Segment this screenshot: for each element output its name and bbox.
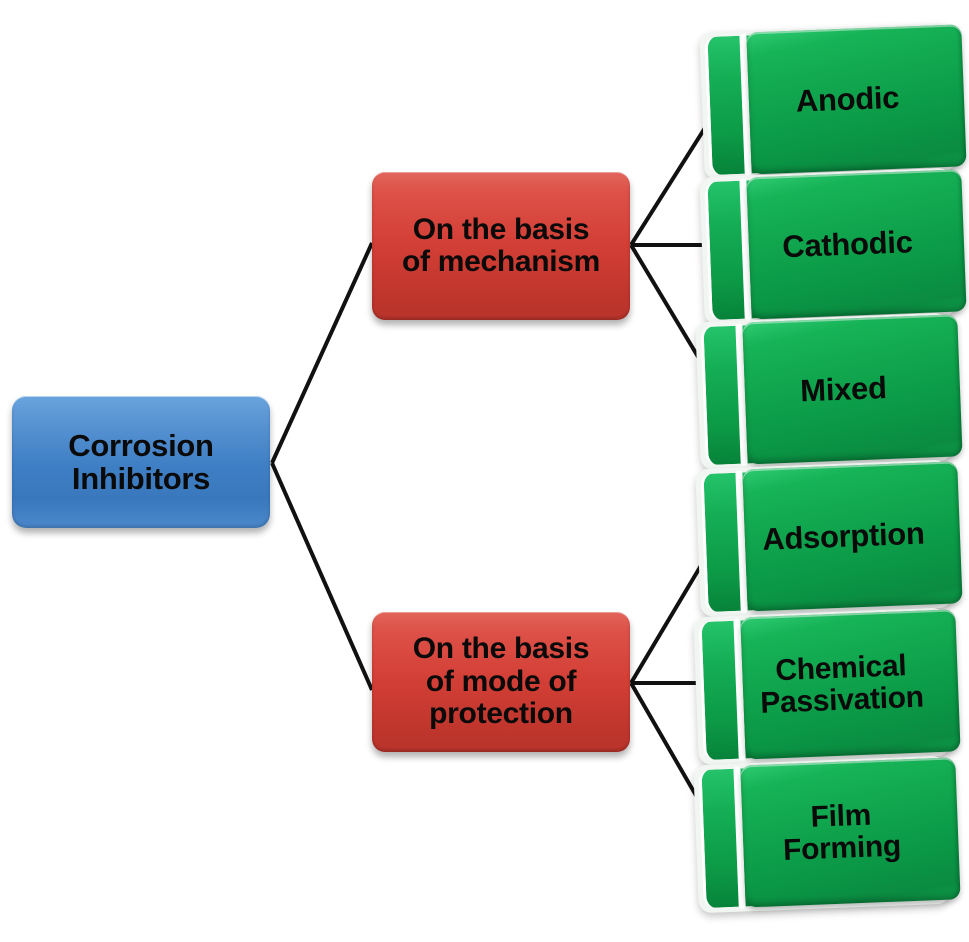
connector-root-to-mode-of-protection bbox=[270, 462, 374, 691]
node-label-basis-of-mechanism: On the basis of mechanism bbox=[401, 212, 601, 278]
node-label-anodic: Anodic bbox=[795, 80, 900, 119]
node-label-chemical-passivation: Chemical Passivation bbox=[759, 648, 925, 720]
node-chemical-passivation[interactable]: Chemical Passivation bbox=[693, 607, 961, 766]
node-anodic[interactable]: Anodic bbox=[699, 22, 967, 181]
connector-root-to-mechanism bbox=[270, 242, 374, 464]
leaf-face: Anodic bbox=[746, 24, 967, 175]
node-cathodic[interactable]: Cathodic bbox=[699, 167, 967, 326]
node-basis-of-mechanism[interactable]: On the basis of mechanism bbox=[372, 172, 630, 320]
leaf-face: Chemical Passivation bbox=[740, 609, 961, 760]
node-label-basis-of-mode-of-protection: On the basis of mode of protection bbox=[412, 632, 590, 731]
node-label-adsorption: Adsorption bbox=[761, 515, 926, 558]
node-corrosion-inhibitors[interactable]: Corrosion Inhibitors bbox=[12, 396, 270, 528]
leaf-face: Cathodic bbox=[746, 169, 967, 320]
leaf-face: Mixed bbox=[742, 314, 963, 465]
node-label-mixed: Mixed bbox=[799, 370, 888, 409]
node-label-film-forming: Film Forming bbox=[782, 798, 902, 867]
leaf-face: Adsorption bbox=[742, 461, 963, 612]
node-label-cathodic: Cathodic bbox=[781, 224, 914, 265]
node-mixed[interactable]: Mixed bbox=[695, 312, 963, 471]
node-adsorption[interactable]: Adsorption bbox=[695, 459, 963, 618]
leaf-face: Film Forming bbox=[740, 757, 961, 908]
node-basis-of-mode-of-protection[interactable]: On the basis of mode of protection bbox=[372, 612, 630, 752]
node-film-forming[interactable]: Film Forming bbox=[693, 755, 961, 914]
node-label-corrosion-inhibitors: Corrosion Inhibitors bbox=[68, 427, 214, 496]
